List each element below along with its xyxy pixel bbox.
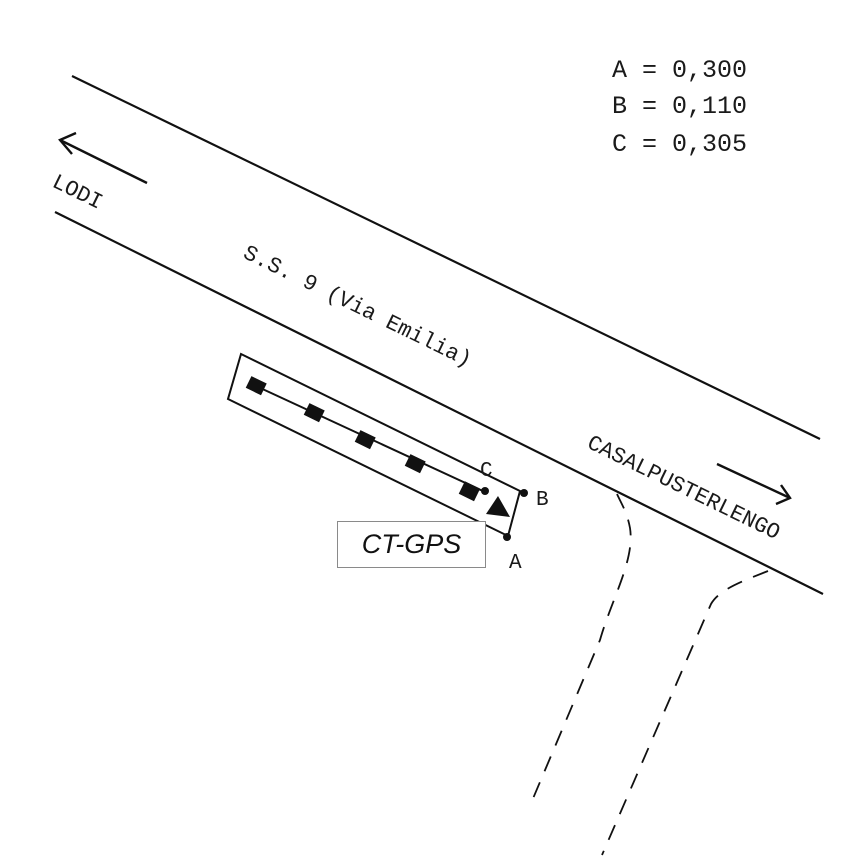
arrow-right-icon — [716, 462, 792, 506]
legend-line-b: B = 0,110 — [612, 92, 747, 121]
legend-line-a: A = 0,300 — [612, 56, 747, 85]
arrow-left-icon — [58, 131, 148, 185]
point-a-marker — [503, 533, 511, 541]
side-road-west-edge — [528, 493, 632, 809]
sensor-marker — [458, 481, 481, 502]
station-triangle-icon — [486, 496, 510, 517]
point-a-label: A — [509, 552, 522, 575]
road-north-edge — [71, 75, 821, 440]
sensor-marker — [303, 403, 325, 423]
point-b-label: B — [536, 489, 549, 512]
road-name-label: S.S. 9 (Via Emilia) — [239, 241, 475, 373]
point-b-marker — [520, 489, 528, 497]
station-label: CT-GPS — [361, 529, 462, 559]
legend-line-c: C = 0,305 — [612, 130, 747, 159]
point-c-label: C — [480, 460, 493, 483]
station-label-box: CT-GPS — [337, 521, 486, 568]
direction-label-lodi: LODI — [48, 170, 106, 216]
road-south-edge — [54, 211, 824, 595]
sensor-marker — [245, 376, 267, 396]
side-road-east-edge — [601, 570, 769, 856]
monitoring-area-outline — [226, 352, 522, 538]
sensor-marker — [354, 430, 376, 450]
sensor-marker — [404, 454, 426, 474]
legend: A = 0,300 B = 0,110 C = 0,305 — [612, 56, 747, 159]
point-c-marker — [481, 487, 489, 495]
